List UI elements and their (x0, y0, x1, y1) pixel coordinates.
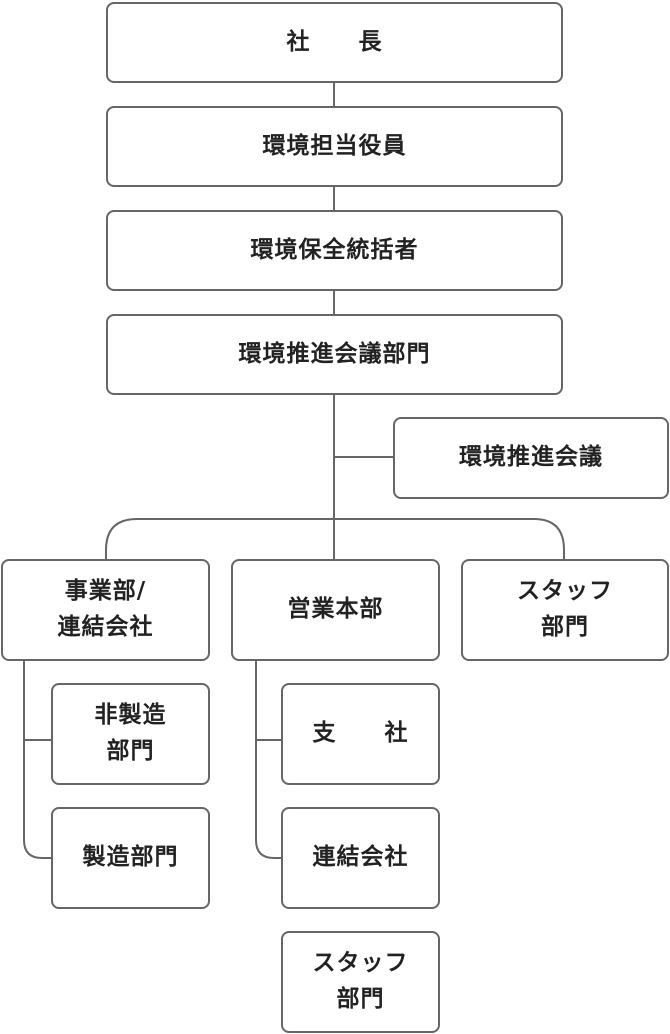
branch-office-box: 支 社 (281, 683, 440, 785)
environment-manager-box: 環境保全統括者 (106, 210, 563, 291)
business-division-box: 事業部/ 連結会社 (1, 559, 210, 661)
sales-staff-department-box: スタッフ 部門 (281, 931, 440, 1033)
environment-council-box: 環境推進会議 (393, 417, 669, 499)
consolidated-subsidiary-box: 連結会社 (281, 807, 440, 909)
environment-council-department-box: 環境推進会議部門 (106, 314, 563, 395)
staff-department-box: スタッフ 部門 (461, 559, 669, 661)
manufacturing-department-box: 製造部門 (51, 807, 210, 909)
environment-officer-box: 環境担当役員 (106, 106, 563, 187)
non-manufacturing-department-box: 非製造 部門 (51, 683, 210, 785)
sales-headquarters-box: 営業本部 (231, 559, 440, 661)
president-box: 社 長 (106, 2, 563, 83)
